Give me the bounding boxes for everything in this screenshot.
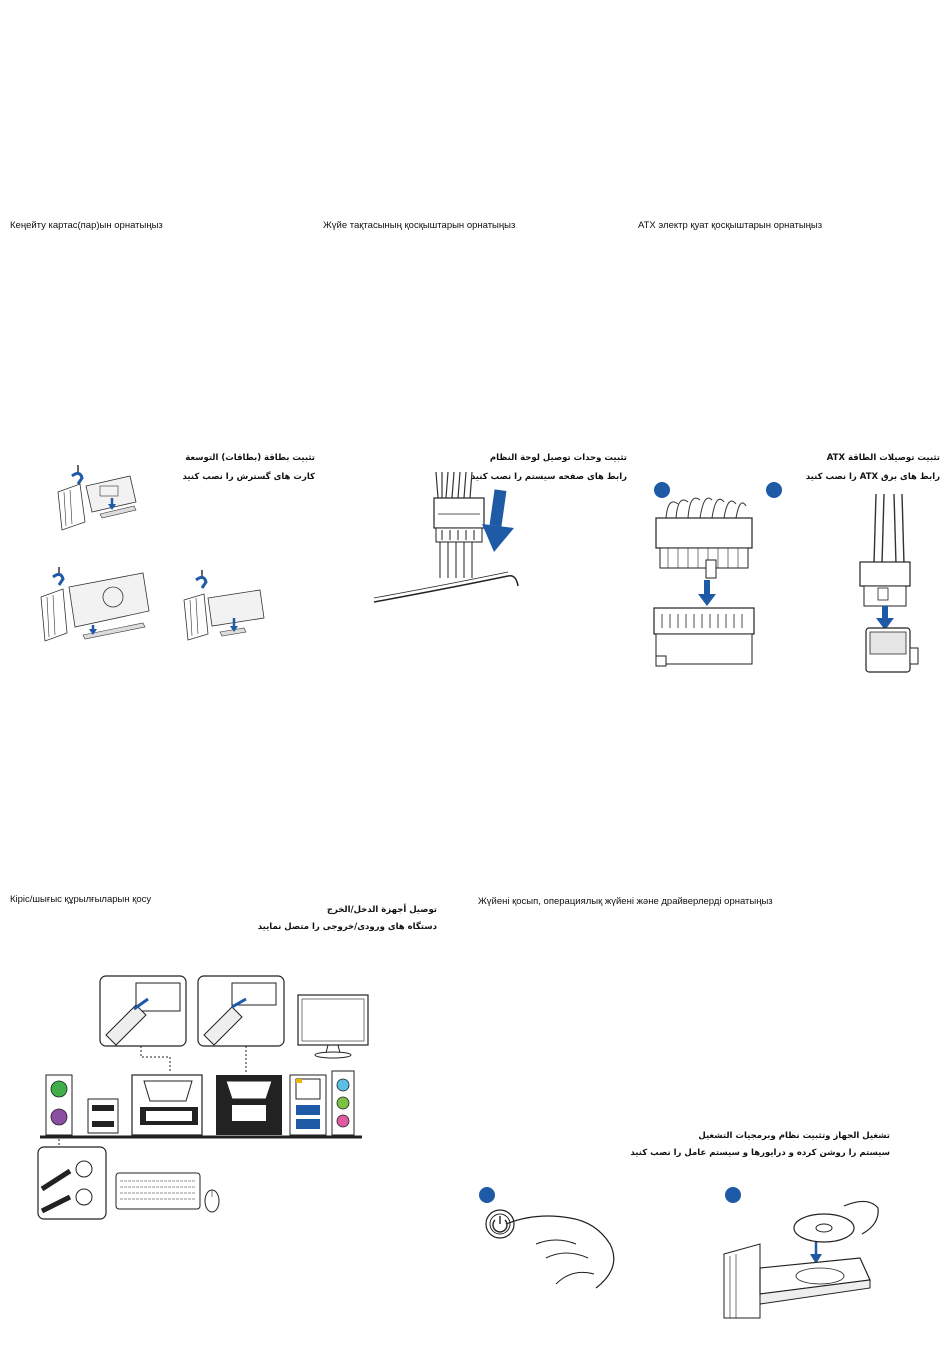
expansion-card-illustration-left [40,567,150,642]
expansion-title: تثبيت بطاقة (بطاقات) التوسعة [185,453,315,463]
atx-8pin-illustration [859,493,919,673]
atx-title: تثبيت توصيلات الطاقة ATX [826,453,940,463]
step-1-badge [479,1187,495,1203]
power-button-illustration [479,1187,615,1289]
step-2-badge [766,482,782,498]
arrow-down-icon [482,489,514,552]
io-heading: Кіріс/шығыс құрылғыларын қосу [10,894,152,905]
monitor-icon [297,994,369,1059]
keyboard-icon [115,1172,201,1210]
panel-subtitle: رابط های صفحه سیستم را نصب کنید [470,472,627,482]
screwdriver-icon [71,465,84,485]
arrow-down-icon [698,580,716,606]
io-title: توصيل أجهزة الدخل/الخرج [326,905,437,915]
screwdriver-icon [195,570,208,589]
step-1-badge [654,482,670,498]
panel-connector-illustration [373,471,519,603]
expansion-heading: Кеңейту картас(пар)ын орнатыңыз [10,220,163,231]
step-2-badge [725,1187,741,1203]
mouse-icon [204,1189,220,1213]
expansion-card-illustration-right [183,570,265,641]
screwdriver-icon [52,567,65,586]
io-subtitle: دستگاه های ورودی/خروجی را متصل نمایید [257,922,437,932]
panel-title: تثبيت وحدات توصيل لوحة النظام [489,453,627,463]
power-heading: Жүйені қосып, операциялық жүйені және др… [478,896,773,907]
atx-subtitle: رابط های برق ATX را نصب کنید [805,472,940,482]
io-panel-illustration [37,975,369,1220]
power-subtitle: سیستم را روشن کرده و درایورها و سیستم عا… [630,1148,890,1158]
power-button-icon [485,1209,515,1239]
expansion-card-illustration-top [57,465,137,531]
optical-disc-illustration [723,1187,879,1319]
optical-disc-icon [793,1213,855,1243]
panel-heading: Жүйе тақтасының қосқыштарын орнатыңыз [323,220,516,231]
expansion-subtitle: کارت های گسترش را نصب کنید [182,472,316,482]
arrow-down-icon [876,606,894,630]
atx-heading: ATX электр қуат қосқыштарын орнатыңыз [638,220,823,231]
power-title: تشغيل الجهاز وتثبيت نظام وبرمجيات التشغي… [698,1131,890,1141]
atx-24pin-illustration [653,482,782,667]
